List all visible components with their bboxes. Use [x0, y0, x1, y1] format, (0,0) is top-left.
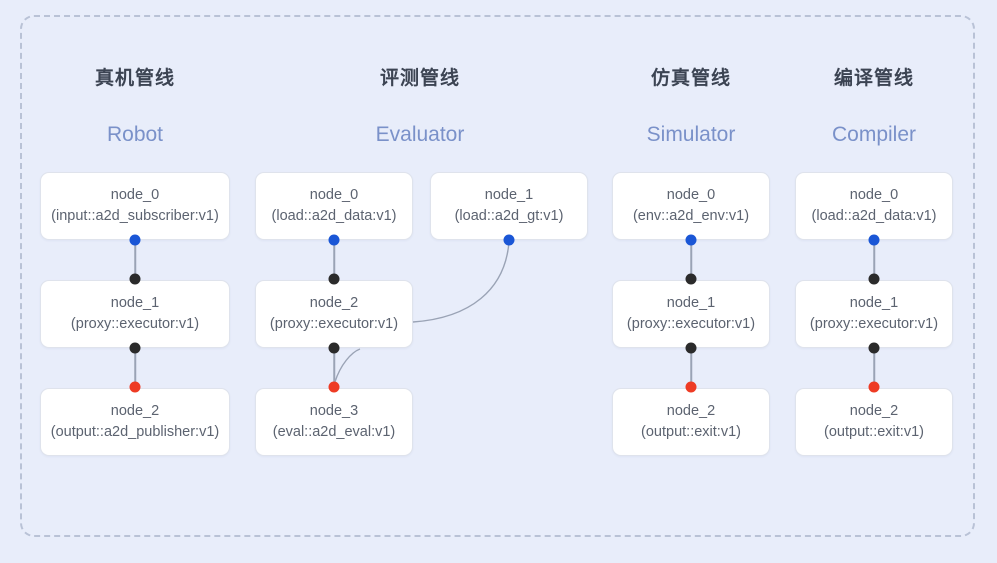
node-name: node_0: [309, 186, 359, 203]
node-spec: (proxy::executor:v1): [70, 316, 200, 332]
node-simulator-2[interactable]: node_2 (output::exit:v1): [612, 388, 770, 456]
edge-robot-1-2: [134, 347, 136, 387]
node-spec: (proxy::executor:v1): [809, 316, 939, 332]
edge-compiler-0-1: [873, 239, 875, 279]
edge-compiler-1-2: [873, 347, 875, 387]
node-evaluator-0[interactable]: node_0 (load::a2d_data:v1): [255, 172, 413, 240]
node-spec: (env::a2d_env:v1): [632, 208, 750, 224]
node-evaluator-2[interactable]: node_2 (proxy::executor:v1): [255, 280, 413, 348]
port-output-evaluator-0[interactable]: [328, 234, 340, 246]
node-spec: (proxy::executor:v1): [626, 316, 756, 332]
node-name: node_0: [849, 186, 899, 203]
node-name: node_2: [309, 294, 359, 311]
port-input-robot-2[interactable]: [129, 381, 141, 393]
node-compiler-2[interactable]: node_2 (output::exit:v1): [795, 388, 953, 456]
node-compiler-0[interactable]: node_0 (load::a2d_data:v1): [795, 172, 953, 240]
port-output-compiler-0[interactable]: [868, 234, 880, 246]
node-name: node_1: [666, 294, 716, 311]
port-output-evaluator-2[interactable]: [328, 342, 340, 354]
node-name: node_0: [666, 186, 716, 203]
node-spec: (load::a2d_gt:v1): [454, 208, 564, 224]
node-evaluator-3[interactable]: node_3 (eval::a2d_eval:v1): [255, 388, 413, 456]
node-simulator-0[interactable]: node_0 (env::a2d_env:v1): [612, 172, 770, 240]
node-spec: (load::a2d_data:v1): [271, 208, 397, 224]
node-name: node_2: [666, 402, 716, 419]
node-name: node_1: [484, 186, 534, 203]
port-input-compiler-2[interactable]: [868, 381, 880, 393]
port-input-simulator-1[interactable]: [685, 273, 697, 285]
port-output-simulator-0[interactable]: [685, 234, 697, 246]
node-name: node_0: [110, 186, 160, 203]
port-input-robot-1[interactable]: [129, 273, 141, 285]
port-output-simulator-1[interactable]: [685, 342, 697, 354]
node-spec: (output::exit:v1): [641, 424, 741, 440]
node-spec: (proxy::executor:v1): [269, 316, 399, 332]
node-robot-1[interactable]: node_1 (proxy::executor:v1): [40, 280, 230, 348]
node-spec: (output::a2d_publisher:v1): [50, 424, 220, 440]
port-input-simulator-2[interactable]: [685, 381, 697, 393]
port-output-compiler-1[interactable]: [868, 342, 880, 354]
node-spec: (load::a2d_data:v1): [811, 208, 937, 224]
node-spec: (eval::a2d_eval:v1): [272, 424, 396, 440]
node-name: node_3: [309, 402, 359, 419]
node-robot-2[interactable]: node_2 (output::a2d_publisher:v1): [40, 388, 230, 456]
port-input-compiler-1[interactable]: [868, 273, 880, 285]
port-output-evaluator-1[interactable]: [503, 234, 515, 246]
port-output-robot-1[interactable]: [129, 342, 141, 354]
edge-simulator-1-2: [690, 347, 692, 387]
node-name: node_2: [849, 402, 899, 419]
node-name: node_2: [110, 402, 160, 419]
node-simulator-1[interactable]: node_1 (proxy::executor:v1): [612, 280, 770, 348]
edge-simulator-0-1: [690, 239, 692, 279]
port-input-evaluator-2[interactable]: [328, 273, 340, 285]
node-spec: (output::exit:v1): [824, 424, 924, 440]
node-name: node_1: [849, 294, 899, 311]
diagram-dashed-frame: [20, 15, 975, 537]
port-output-robot-0[interactable]: [129, 234, 141, 246]
node-robot-0[interactable]: node_0 (input::a2d_subscriber:v1): [40, 172, 230, 240]
edge-robot-0-1: [134, 239, 136, 279]
node-evaluator-1[interactable]: node_1 (load::a2d_gt:v1): [430, 172, 588, 240]
node-name: node_1: [110, 294, 160, 311]
port-input-evaluator-3[interactable]: [328, 381, 340, 393]
node-compiler-1[interactable]: node_1 (proxy::executor:v1): [795, 280, 953, 348]
node-spec: (input::a2d_subscriber:v1): [51, 208, 219, 224]
edge-evaluator-0-2: [333, 239, 335, 279]
